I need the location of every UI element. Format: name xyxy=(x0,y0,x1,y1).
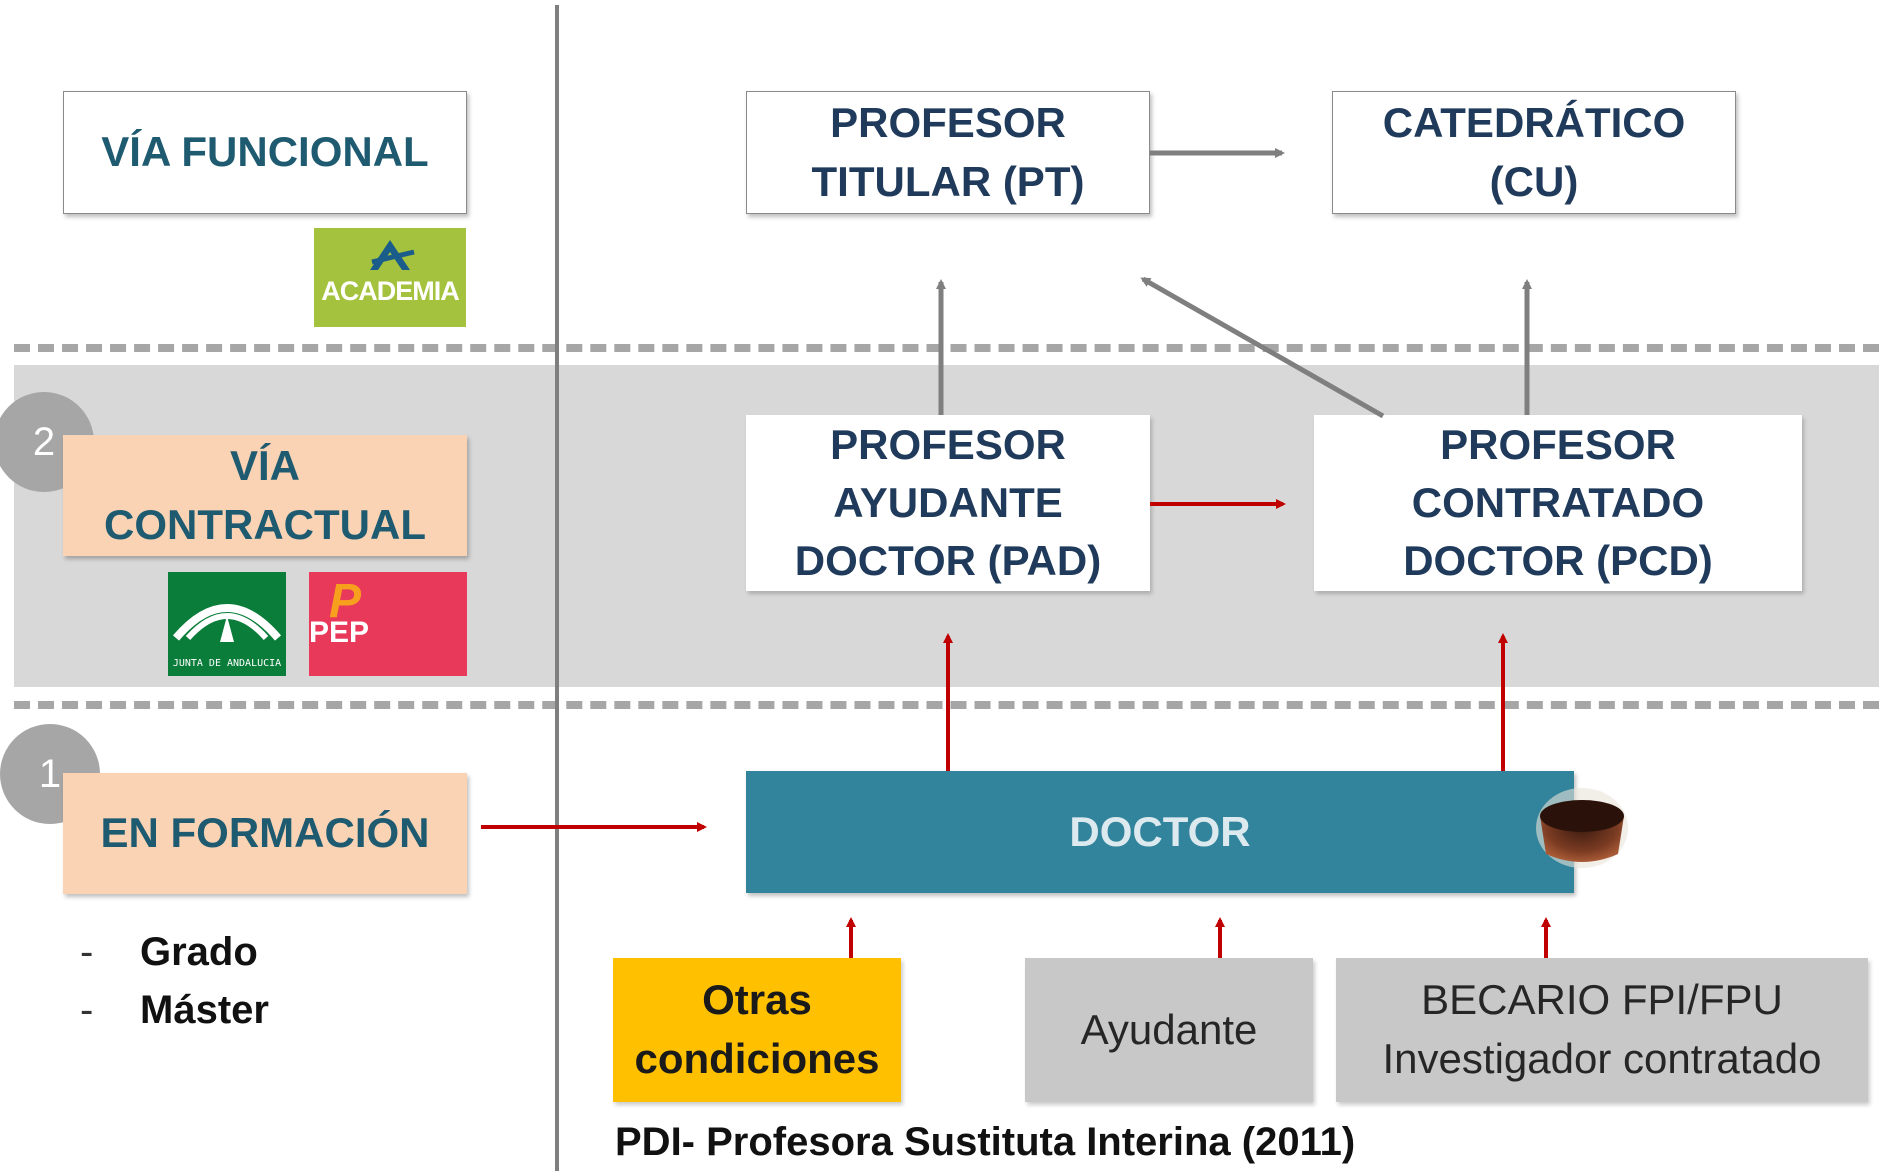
bullet-master-text: Máster xyxy=(140,988,269,1032)
junta-arch-icon xyxy=(172,604,282,642)
via-funcional-box: VÍA FUNCIONAL xyxy=(63,91,467,214)
cu-label: CATEDRÁTICO (CU) xyxy=(1382,98,1686,205)
bullet-grado: - Grado xyxy=(80,930,258,975)
doctor-label: DOCTOR xyxy=(1069,808,1251,855)
top-dashed-divider xyxy=(14,344,1879,352)
pep-logo: P PEP xyxy=(309,572,467,676)
cu-box: CATEDRÁTICO (CU) xyxy=(1332,91,1736,214)
ayudante-box: Ayudante xyxy=(1025,958,1313,1102)
vertical-divider xyxy=(555,5,559,1171)
pad-box: PROFESOR AYUDANTE DOCTOR (PAD) xyxy=(746,415,1150,591)
pcd-label: PROFESOR CONTRATADO DOCTOR (PCD) xyxy=(1403,421,1713,584)
via-funcional-label: VÍA FUNCIONAL xyxy=(101,128,429,176)
bullet-dash: - xyxy=(80,930,94,974)
doctoral-cap-icon xyxy=(1536,788,1628,868)
doctor-box: DOCTOR xyxy=(746,771,1574,893)
junta-andalucia-logo: JUNTA DE ANDALUCIA xyxy=(168,572,286,676)
pt-label: PROFESOR TITULAR (PT) xyxy=(811,98,1085,205)
bullet-dash: - xyxy=(80,988,94,1032)
arrow-pcd-to-pt xyxy=(1140,276,1385,419)
academia-mark-icon xyxy=(370,240,415,270)
en-formacion-box: EN FORMACIÓN xyxy=(63,773,467,894)
academia-logo-text: ACADEMIA xyxy=(321,276,460,306)
otras-condiciones-box: Otras condiciones xyxy=(613,958,901,1102)
bullet-grado-text: Grado xyxy=(140,930,258,974)
via-contractual-label: VÍA CONTRACTUAL xyxy=(104,441,426,548)
otras-condiciones-label: Otras condiciones xyxy=(634,976,880,1082)
step-1-number: 1 xyxy=(38,751,62,796)
step-2-number: 2 xyxy=(32,419,56,464)
pcd-box: PROFESOR CONTRATADO DOCTOR (PCD) xyxy=(1314,415,1802,591)
academia-logo: ACADEMIA xyxy=(314,228,466,327)
caption: PDI- Profesora Sustituta Interina (2011) xyxy=(615,1120,1356,1164)
junta-logo-text: JUNTA DE ANDALUCIA xyxy=(172,658,282,669)
becario-label: BECARIO FPI/FPU Investigador contratado xyxy=(1382,976,1822,1082)
pep-logo-text: PEP xyxy=(309,616,370,649)
becario-box: BECARIO FPI/FPU Investigador contratado xyxy=(1336,958,1868,1102)
en-formacion-label: EN FORMACIÓN xyxy=(100,809,430,857)
ayudante-label: Ayudante xyxy=(1080,1005,1258,1053)
pad-label: PROFESOR AYUDANTE DOCTOR (PAD) xyxy=(794,421,1102,584)
pt-box: PROFESOR TITULAR (PT) xyxy=(746,91,1150,214)
bullet-master: - Máster xyxy=(80,988,269,1033)
via-contractual-box: VÍA CONTRACTUAL xyxy=(63,435,467,556)
pep-mark-icon: P xyxy=(329,575,362,628)
